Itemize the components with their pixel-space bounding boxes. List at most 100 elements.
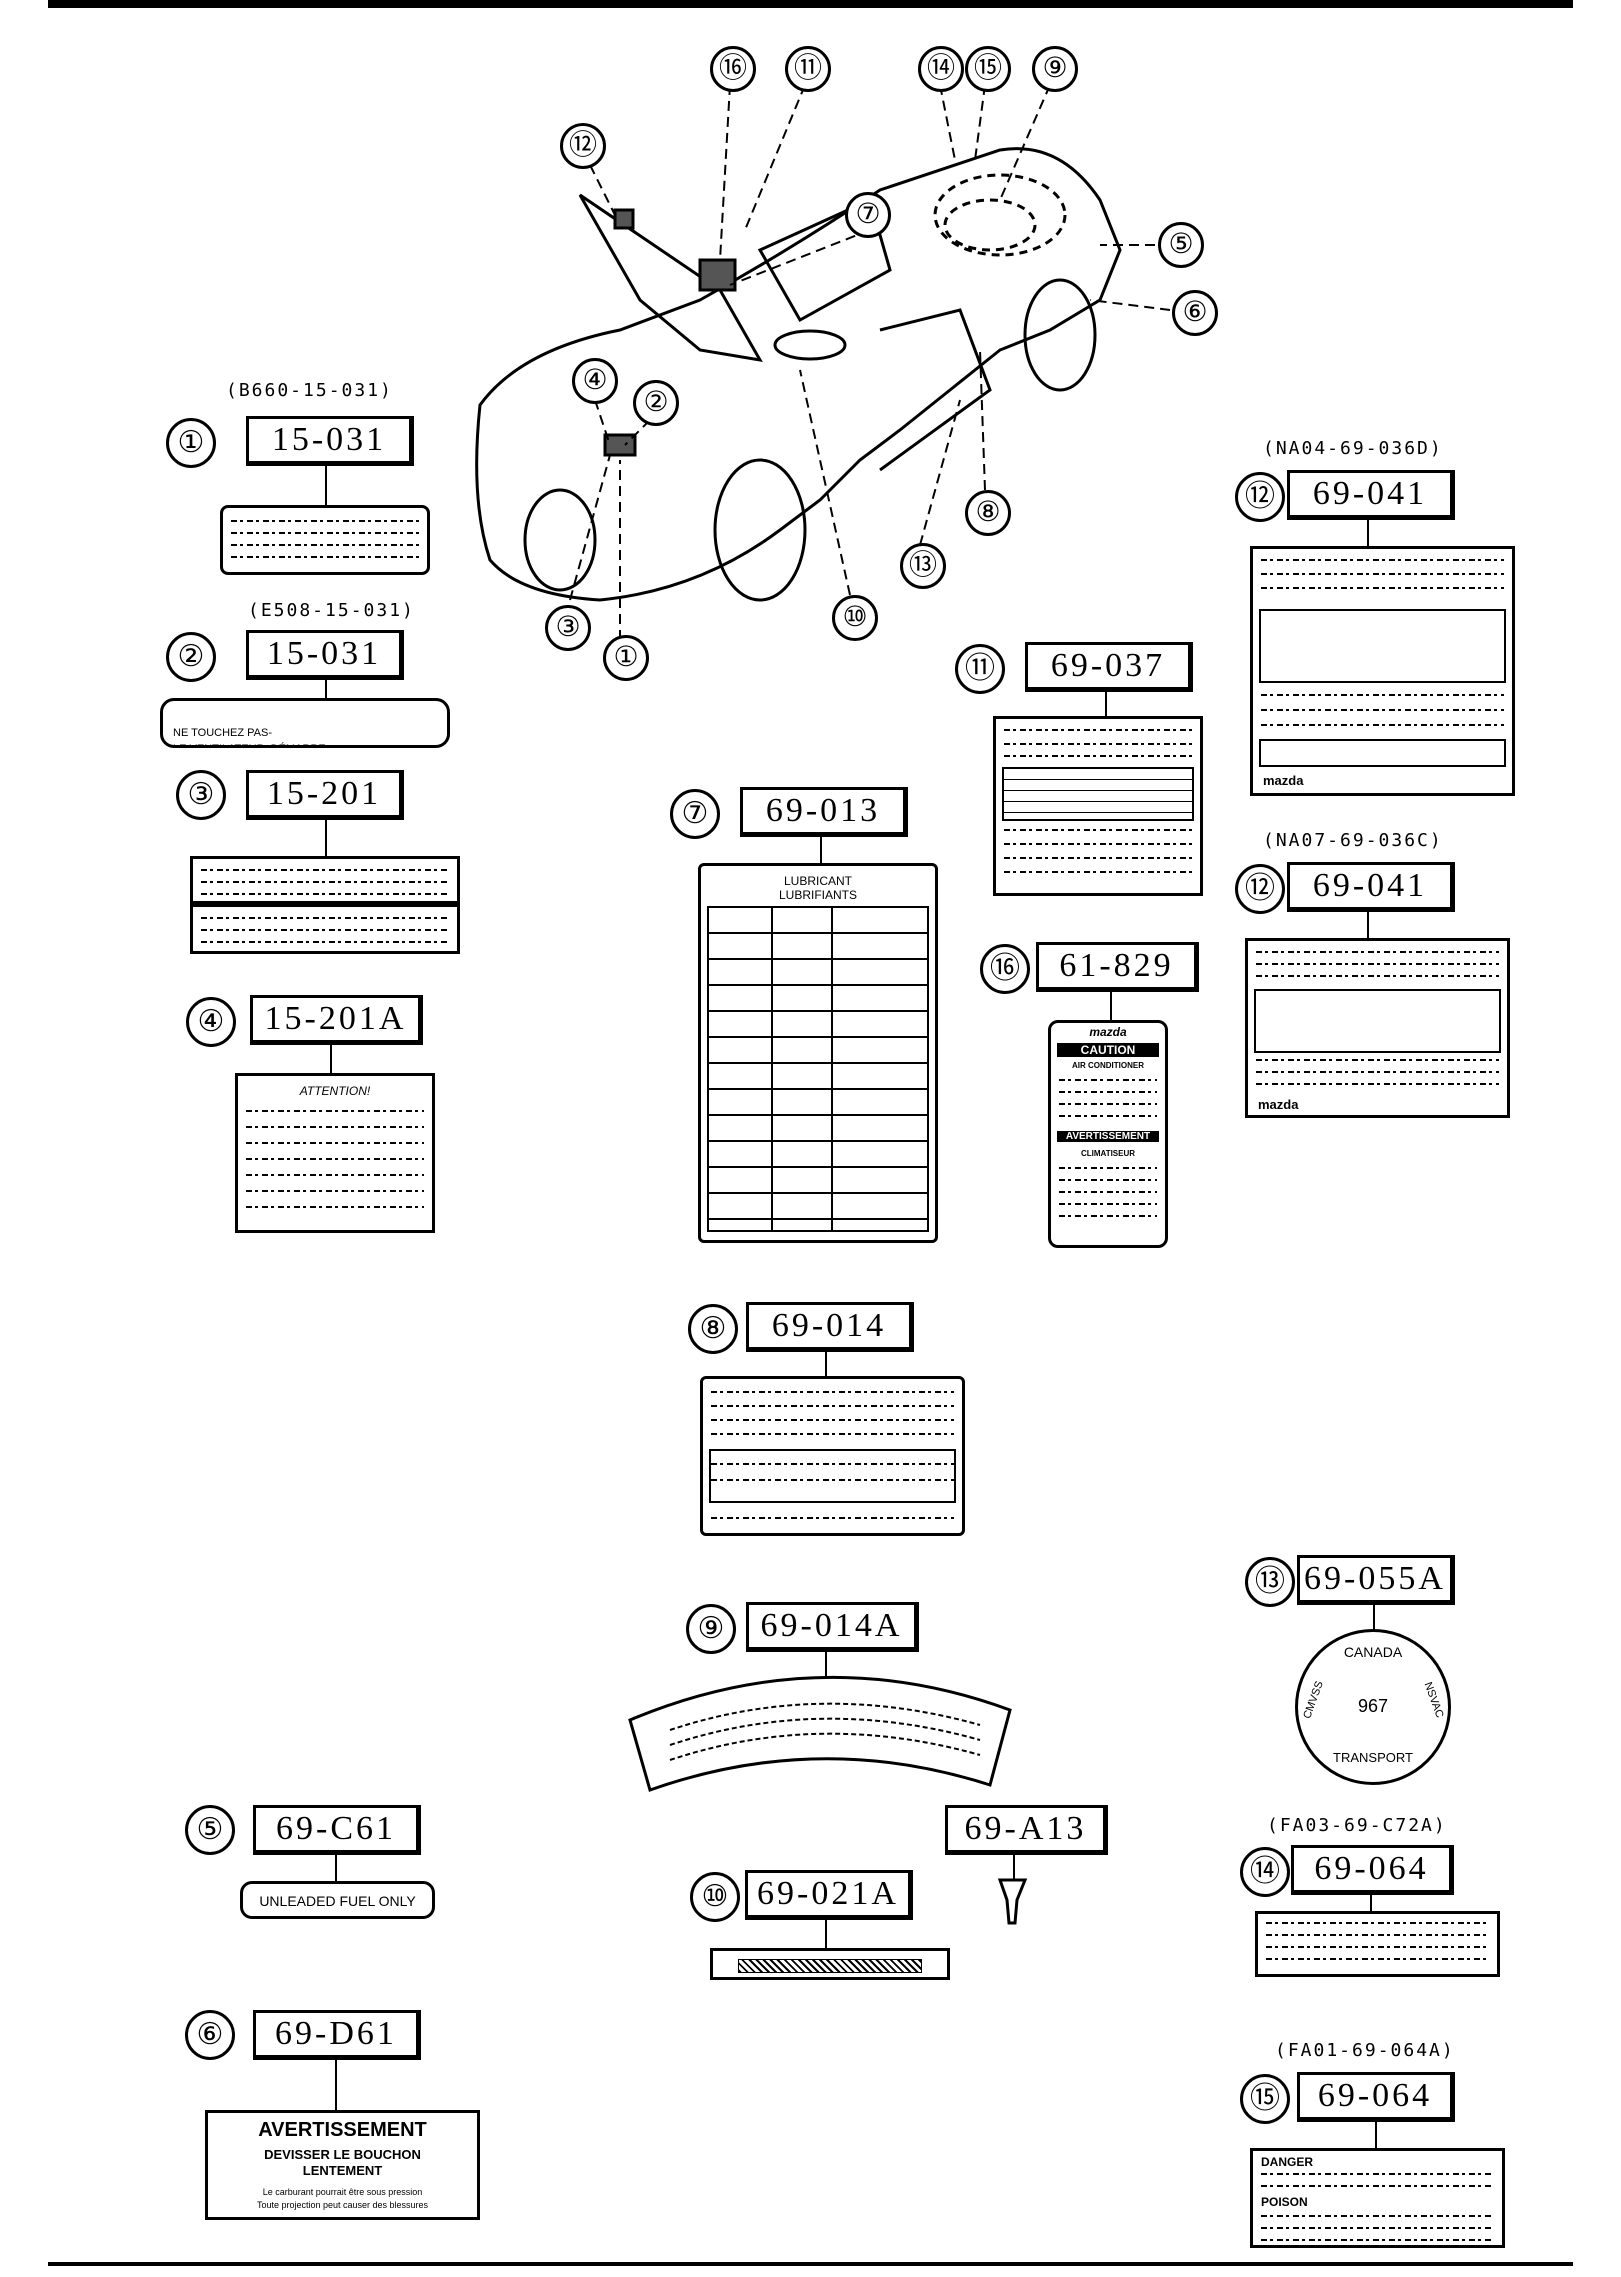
callout-8: ⑧ xyxy=(965,490,1011,536)
label-heading: AVERTISSEMENT xyxy=(1057,1131,1159,1142)
leader-stem xyxy=(1110,990,1112,1022)
label-drawing xyxy=(710,1948,950,1980)
label-brand: mazda xyxy=(1258,1097,1299,1112)
leader-stem xyxy=(1367,518,1369,548)
part-number: (FA03-69-C72A) xyxy=(1267,1815,1447,1836)
leader-stem xyxy=(825,1650,827,1690)
label-drawing xyxy=(1255,1911,1500,1977)
label-line: DEVISSER LE BOUCHON xyxy=(264,2147,421,2162)
label-line: Le carburant pourrait être sous pression xyxy=(262,2187,423,2197)
part-3: ③ 15-201 xyxy=(160,770,480,970)
part-8: ⑧ 69-014 xyxy=(670,1300,970,1550)
label-drawing xyxy=(700,1376,965,1536)
label-code: 69-A13 xyxy=(945,1805,1108,1855)
label-drawing: LUBRICANT LUBRIFIANTS xyxy=(698,863,938,1243)
callout-12: ⑫ xyxy=(560,123,606,169)
label-drawing xyxy=(993,716,1203,896)
label-heading: LUBRIFIANTS xyxy=(778,888,857,902)
label-code: 15-031 xyxy=(246,630,404,680)
item-number: ① xyxy=(166,418,216,468)
label-heading: CAUTION xyxy=(1057,1043,1159,1057)
label-line: AIR CONDITIONER xyxy=(1072,1061,1144,1070)
label-heading: DANGER xyxy=(1261,2155,1314,2169)
label-drawing: mazda CAUTION AIR CONDITIONER AVERTISSEM… xyxy=(1048,1020,1168,1248)
label-code: 69-C61 xyxy=(253,1805,421,1855)
callout-1: ① xyxy=(603,635,649,681)
leader-stem xyxy=(820,835,822,865)
leader-stem xyxy=(1013,1853,1015,1879)
leader-stem xyxy=(1375,2120,1377,2150)
item-number: ⑤ xyxy=(185,1805,235,1855)
label-heading: ATTENTION! xyxy=(299,1084,371,1098)
callout-3: ③ xyxy=(545,605,591,651)
label-code: 69-013 xyxy=(740,787,908,837)
callout-4: ④ xyxy=(572,358,618,404)
part-number: (NA04-69-036D) xyxy=(1263,438,1443,459)
part-number: (FA01-69-064A) xyxy=(1275,2040,1455,2061)
part-number: (B660-15-031) xyxy=(226,380,393,401)
part-13: ⑬ 69-055A CANADA CMVSS NSVAC 967 TRANSPO… xyxy=(1245,1555,1465,1805)
callout-6: ⑥ xyxy=(1172,290,1218,336)
canada-seal: CANADA CMVSS NSVAC 967 TRANSPORT xyxy=(1295,1629,1451,1785)
label-code: 69-014A xyxy=(746,1602,919,1652)
label-code: 69-021A xyxy=(745,1870,913,1920)
label-code: 69-064 xyxy=(1291,1845,1454,1895)
part-number: (E508-15-031) xyxy=(248,600,415,621)
label-line: CLIMATISEUR xyxy=(1080,1149,1136,1158)
item-number: ⑪ xyxy=(955,644,1005,694)
label-code: 69-041 xyxy=(1287,862,1455,912)
part-16: ⑯ 61-829 mazda CAUTION AIR CONDITIONER A… xyxy=(980,940,1220,1260)
label-heading: AVERTISSEMENT xyxy=(258,2119,427,2141)
label-drawing: DANGER POISON xyxy=(1250,2148,1505,2248)
callout-14: ⑭ xyxy=(918,46,964,92)
part-5: ⑤ 69-C61 UNLEADED FUEL ONLY xyxy=(185,1805,465,1935)
leader-stem xyxy=(1105,690,1107,718)
item-number: ⑩ xyxy=(690,1872,740,1922)
leader-stem xyxy=(335,1853,337,1881)
bottom-rule xyxy=(48,2262,1573,2266)
clip-icon xyxy=(997,1878,1028,1925)
label-line: Toute projection peut causer des blessur… xyxy=(256,2200,429,2210)
seal-center: 967 xyxy=(1357,1696,1389,1716)
item-number: ⑬ xyxy=(1245,1557,1295,1607)
label-drawing: UNLEADED FUEL ONLY xyxy=(240,1881,435,1919)
label-drawing: mazda xyxy=(1245,938,1510,1118)
callout-5: ⑤ xyxy=(1158,222,1204,268)
label-drawing xyxy=(190,904,460,954)
label-text: UNLEADED FUEL ONLY xyxy=(259,1893,416,1909)
leader-stem xyxy=(1373,1603,1375,1631)
label-heading: POISON xyxy=(1261,2195,1308,2209)
part-7: ⑦ 69-013 LUBRICANT LUBRIFIANTS xyxy=(670,785,970,1255)
part-1: (B660-15-031) ① 15-031 xyxy=(160,380,460,580)
part-number: (NA07-69-036C) xyxy=(1263,830,1443,851)
label-code: 15-031 xyxy=(246,416,414,466)
label-code: 69-D61 xyxy=(253,2010,421,2060)
item-number: ② xyxy=(166,632,216,682)
callout-10: ⑩ xyxy=(832,595,878,641)
item-number: ⑭ xyxy=(1240,1847,1290,1897)
label-drawing xyxy=(220,505,430,575)
part-10: ⑩ 69-021A xyxy=(690,1870,1030,2000)
part-15: (FA01-69-064A) ⑮ 69-064 DANGER POISON xyxy=(1235,2040,1535,2255)
part-2: (E508-15-031) ② 15-031 NE TOUCHEZ PAS- L… xyxy=(160,600,460,750)
part-12-upper: (NA04-69-036D) ⑫ 69-041 mazda xyxy=(1235,438,1535,808)
label-code: 61-829 xyxy=(1036,942,1199,992)
label-text: NE TOUCHEZ PAS- LE VENTILATEUR: DÉMARRE … xyxy=(173,727,326,745)
label-code: 69-014 xyxy=(746,1302,914,1352)
leader-stem xyxy=(325,466,327,506)
part-14: (FA03-69-C72A) ⑭ 69-064 xyxy=(1235,1815,1535,1985)
item-number: ⑧ xyxy=(688,1304,738,1354)
item-number: ⑫ xyxy=(1235,472,1285,522)
leader-stem xyxy=(325,818,327,858)
label-brand: mazda xyxy=(1089,1025,1127,1039)
seal-top: CANADA xyxy=(1343,1644,1403,1660)
part-11: ⑪ 69-037 xyxy=(955,640,1225,910)
label-code: 69-037 xyxy=(1025,642,1193,692)
label-brand: mazda xyxy=(1263,773,1304,788)
label-drawing: ATTENTION! xyxy=(235,1073,435,1233)
callout-11: ⑪ xyxy=(785,46,831,92)
label-drawing: NE TOUCHEZ PAS- LE VENTILATEUR: DÉMARRE … xyxy=(160,698,450,748)
label-heading: LUBRICANT xyxy=(783,874,852,888)
label-line: LENTEMENT xyxy=(302,2163,383,2178)
label-code: 69-055A xyxy=(1297,1555,1455,1605)
